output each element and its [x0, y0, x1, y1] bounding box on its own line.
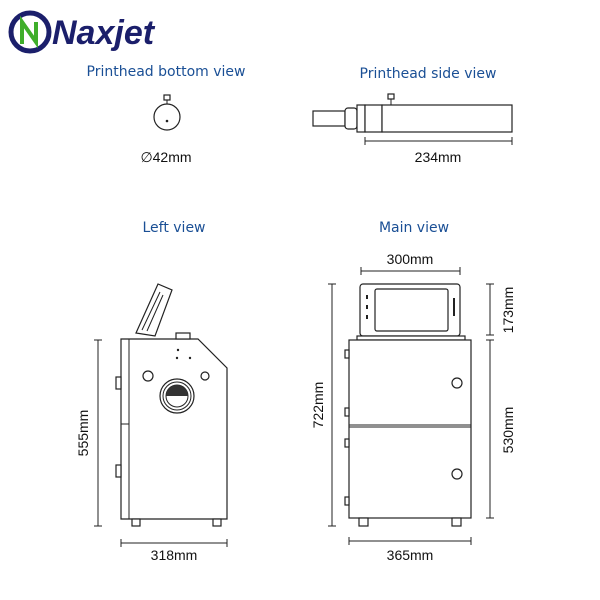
- total-height-label: 722mm: [310, 382, 326, 429]
- printhead-side-drawing: [312, 93, 513, 145]
- left-width-label: 318mm: [151, 547, 198, 563]
- naxjet-logo: Naxjet: [8, 10, 156, 54]
- left-view-title: Left view: [142, 220, 205, 236]
- side-length-label: 234mm: [415, 149, 462, 165]
- screen-height-label: 173mm: [500, 287, 516, 334]
- left-view-drawing: [94, 283, 228, 547]
- cabinet-height-label: 530mm: [500, 407, 516, 454]
- left-height-label: 555mm: [75, 410, 91, 457]
- side-view-title: Printhead side view: [360, 66, 497, 82]
- logo-text: Naxjet: [52, 14, 156, 52]
- printhead-bottom-drawing: [153, 94, 181, 131]
- bottom-view-title: Printhead bottom view: [87, 64, 246, 80]
- main-view-drawing: [328, 267, 494, 545]
- main-width-label: 365mm: [387, 547, 434, 563]
- bottom-diameter-label: ∅42mm: [140, 149, 191, 165]
- main-view-title: Main view: [379, 220, 449, 236]
- screen-width-label: 300mm: [387, 251, 434, 267]
